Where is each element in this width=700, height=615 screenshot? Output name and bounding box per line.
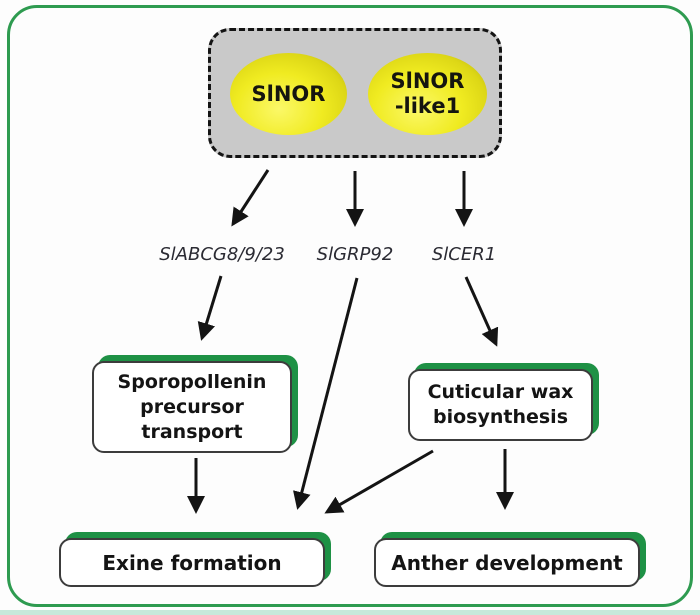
gene-label-slgrp92: SlGRP92 xyxy=(316,244,394,265)
exine-formation-box: Exine formation xyxy=(59,532,331,587)
gene-label-slabcg: SlABCG8/9/23 xyxy=(159,244,285,265)
sporopollenin-transport-box: Sporopollenin precursor transport xyxy=(92,355,298,453)
bottom-accent-strip xyxy=(0,610,700,615)
sporo-line2: precursor xyxy=(140,395,244,418)
exine-label: Exine formation xyxy=(102,550,282,575)
wax-line2: biosynthesis xyxy=(432,406,568,428)
slnor-label: SlNOR xyxy=(251,81,326,106)
slnor-like1-label-line2: -like1 xyxy=(394,94,461,118)
diagram-frame xyxy=(7,5,693,607)
anther-development-box: Anther development xyxy=(374,532,646,587)
slnor-like1-label-line1: SlNOR xyxy=(390,69,465,93)
cuticular-wax-box: Cuticular wax biosynthesis xyxy=(408,363,599,441)
anther-label: Anther development xyxy=(391,550,623,575)
sporo-line1: Sporopollenin xyxy=(117,370,267,393)
regulator-group-box: SlNOR SlNOR -like1 xyxy=(208,28,502,158)
slnor-node: SlNOR xyxy=(230,53,347,135)
sporo-line3: transport xyxy=(141,420,243,443)
gene-label-slcer1: SlCER1 xyxy=(431,244,497,265)
slnor-like1-node: SlNOR -like1 xyxy=(368,53,487,135)
wax-line1: Cuticular wax xyxy=(427,381,574,403)
